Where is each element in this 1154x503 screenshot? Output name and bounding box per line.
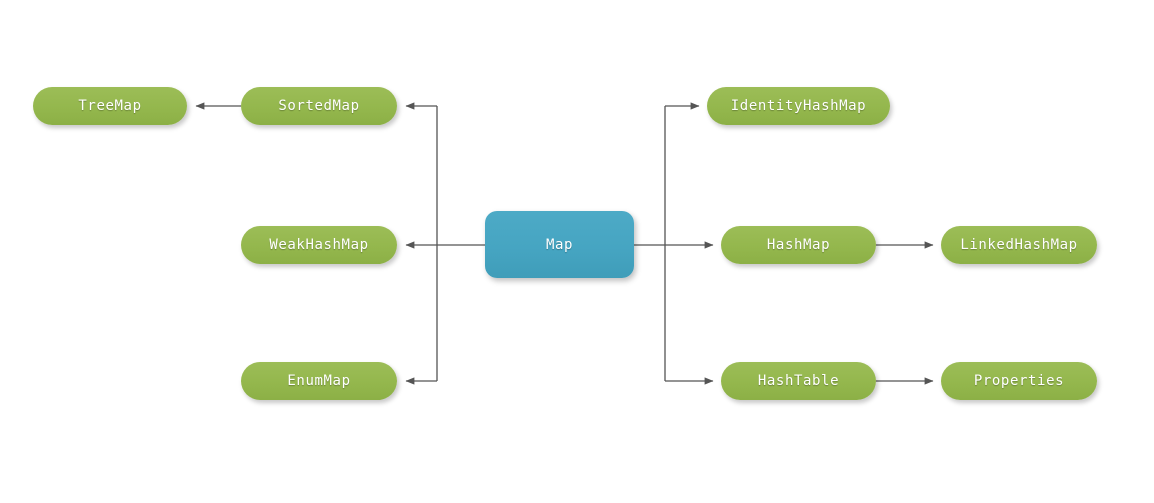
node-treemap[interactable]: TreeMap xyxy=(33,87,187,125)
node-hashtable-label: HashTable xyxy=(757,373,840,389)
node-hashtable[interactable]: HashTable xyxy=(721,362,876,400)
node-enummap-label: EnumMap xyxy=(287,373,351,389)
node-map[interactable]: Map xyxy=(485,211,634,278)
node-linkedhashmap-label: LinkedHashMap xyxy=(960,237,1078,253)
node-treemap-label: TreeMap xyxy=(78,98,142,114)
node-properties-label: Properties xyxy=(973,373,1065,389)
node-enummap[interactable]: EnumMap xyxy=(241,362,397,400)
node-weakhashmap-label: WeakHashMap xyxy=(269,237,369,253)
node-properties[interactable]: Properties xyxy=(941,362,1097,400)
node-map-label: Map xyxy=(545,236,574,253)
node-hashmap[interactable]: HashMap xyxy=(721,226,876,264)
node-identityhashmap[interactable]: IdentityHashMap xyxy=(707,87,890,125)
node-weakhashmap[interactable]: WeakHashMap xyxy=(241,226,397,264)
node-hashmap-label: HashMap xyxy=(766,237,831,253)
node-sortedmap[interactable]: SortedMap xyxy=(241,87,397,125)
node-linkedhashmap[interactable]: LinkedHashMap xyxy=(941,226,1097,264)
node-identityhashmap-label: IdentityHashMap xyxy=(730,98,867,114)
node-sortedmap-label: SortedMap xyxy=(278,98,360,114)
